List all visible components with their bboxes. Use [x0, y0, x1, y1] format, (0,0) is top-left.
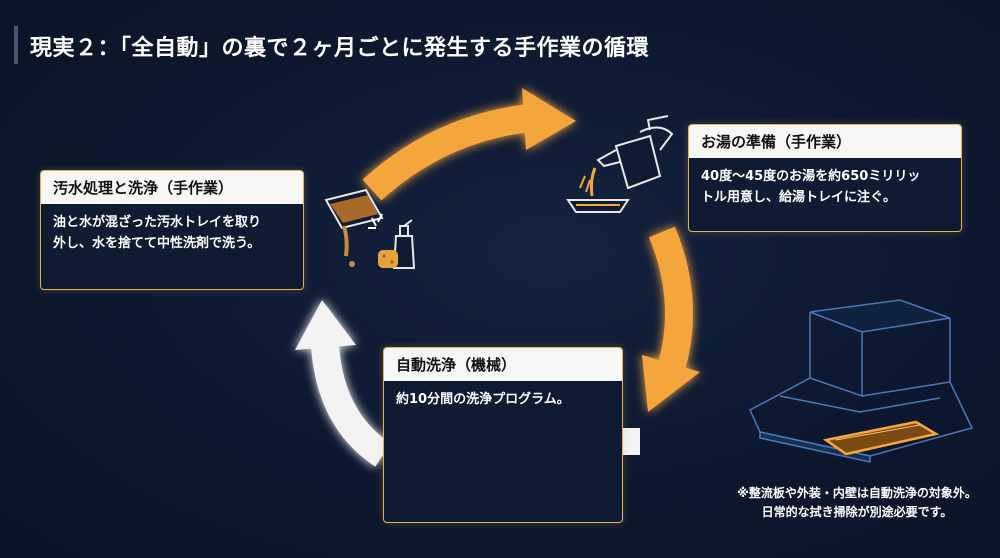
- arrow-to-waste-water: [295, 300, 392, 467]
- step-heading-hot-water: お湯の準備（手作業）: [689, 125, 961, 158]
- step-heading-waste-water: 汚水処理と洗浄（手作業）: [41, 171, 303, 204]
- arrow-to-auto-wash: [642, 226, 700, 412]
- step-card-auto-wash: 自動洗浄（機械） 約10分間の洗浄プログラム。: [383, 347, 623, 523]
- step-heading-auto-wash: 自動洗浄（機械）: [384, 348, 622, 381]
- step-description-auto-wash: 約10分間の洗浄プログラム。: [384, 381, 622, 418]
- title-accent-bar: [14, 26, 18, 64]
- arrow-from-auto-wash: [622, 428, 640, 455]
- step-description-line: 油と水が混ざった汚水トレイを取り: [53, 215, 262, 230]
- arrow-to-hot-water: [362, 88, 576, 201]
- pouring-kettle-icon: [566, 115, 674, 213]
- step-description-line: 約10分間の洗浄プログラム。: [396, 392, 570, 407]
- step-card-waste-water: 汚水処理と洗浄（手作業） 油と水が混ざった汚水トレイを取り 外し、水を捨てて中性…: [40, 170, 304, 290]
- footnote-line: ※整流板や外装・内壁は自動洗浄の対象外。: [737, 486, 977, 500]
- range-hood-icon: [749, 299, 974, 463]
- step-description-hot-water: 40度～45度のお湯を約650ミリリッ トル用意し、給湯トレイに注ぐ。: [689, 158, 961, 216]
- step-description-waste-water: 油と水が混ざった汚水トレイを取り 外し、水を捨てて中性洗剤で洗う。: [41, 204, 303, 262]
- footnote-line: 日常的な拭き掃除が別途必要です。: [761, 505, 953, 519]
- step-description-line: 外し、水を捨てて中性洗剤で洗う。: [53, 236, 261, 251]
- step-description-line: トル用意し、給湯トレイに注ぐ。: [701, 190, 897, 205]
- sponge-icon: [378, 250, 398, 268]
- footnote: ※整流板や外装・内壁は自動洗浄の対象外。 日常的な拭き掃除が別途必要です。: [722, 484, 992, 522]
- step-card-hot-water: お湯の準備（手作業） 40度～45度のお湯を約650ミリリッ トル用意し、給湯ト…: [688, 124, 962, 232]
- step-description-line: 40度～45度のお湯を約650ミリリッ: [701, 169, 921, 184]
- waste-tray-icon: [324, 188, 384, 267]
- page-title: 現実２：「全自動」の裏で２ヶ月ごとに発生する手作業の循環: [30, 36, 650, 61]
